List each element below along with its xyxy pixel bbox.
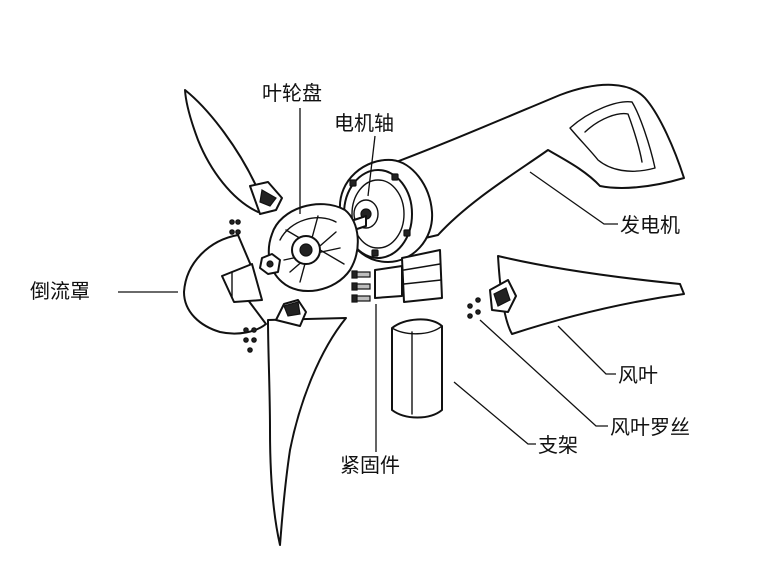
fastener-set xyxy=(351,270,371,303)
label-generator: 发电机 xyxy=(620,213,680,237)
nose-cone xyxy=(183,234,267,335)
blade-top xyxy=(184,89,283,215)
generator-body xyxy=(379,83,685,246)
yaw-mount xyxy=(374,249,443,303)
label-fastener: 紧固件 xyxy=(340,453,400,477)
blade-screw-set xyxy=(229,219,481,353)
label-blade: 风叶 xyxy=(618,363,658,387)
leader-lines xyxy=(118,108,618,452)
label-hub-disk: 叶轮盘 xyxy=(262,81,322,105)
generator-housing xyxy=(338,158,434,263)
hub-disk xyxy=(267,203,359,293)
support-pole xyxy=(391,318,443,419)
blade-right xyxy=(489,255,685,335)
label-support: 支架 xyxy=(538,433,578,457)
blade-bottom xyxy=(267,299,347,546)
label-nose-cone: 倒流罩 xyxy=(30,279,90,303)
label-motor-shaft: 电机轴 xyxy=(334,111,394,135)
label-blade-screw: 风叶罗丝 xyxy=(610,415,690,439)
hub-nut xyxy=(259,253,281,275)
